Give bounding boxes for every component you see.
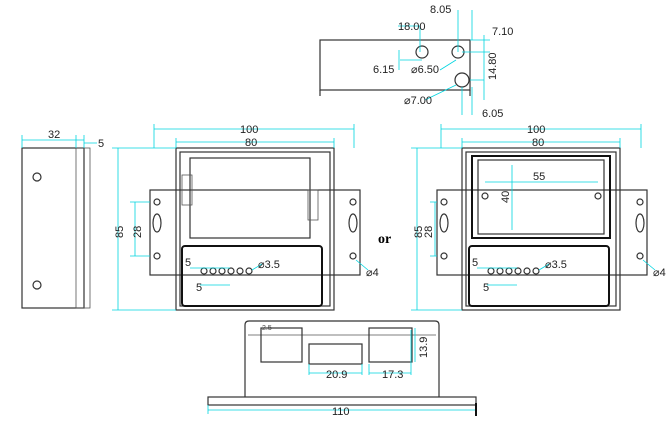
dim-hole-7: ⌀7.00 [404, 95, 432, 107]
front-view-left: 100 80 85 28 5 5 ⌀3.5 ⌀4 [112, 124, 379, 311]
or-label: or [378, 232, 391, 247]
dim-100: 100 [527, 124, 545, 136]
dim-mount-dia: ⌀4 [653, 267, 666, 279]
dim-14-80: 14.80 [487, 52, 499, 80]
dim-28: 28 [132, 226, 144, 238]
side-view: 32 5 [21, 129, 104, 309]
dim-85: 85 [413, 226, 425, 238]
dim-led-5: 5 [472, 257, 478, 269]
dim-2-5: 2.5 [262, 325, 272, 332]
dim-led-dia: ⌀3.5 [258, 259, 280, 271]
dim-led-dia: ⌀3.5 [545, 259, 567, 271]
dim-100: 100 [240, 124, 258, 136]
dim-8-05: 8.05 [430, 4, 451, 16]
dim-13-9: 13.9 [418, 337, 430, 358]
bottom-view: 2.5 20.9 17.3 13.9 110 [207, 320, 477, 418]
dim-6-05: 6.05 [482, 108, 503, 120]
dim-5: 5 [98, 138, 104, 150]
dim-7-10: 7.10 [492, 26, 513, 38]
dim-85: 85 [114, 226, 126, 238]
dim-80: 80 [532, 137, 544, 149]
dim-28: 28 [423, 226, 435, 238]
dim-led-5b: 5 [483, 282, 489, 294]
dim-32: 32 [48, 129, 60, 141]
dim-18: 18.00 [398, 21, 426, 33]
dim-110: 110 [332, 406, 350, 418]
dim-led-5: 5 [185, 257, 191, 269]
top-view: 8.05 18.00 7.10 6.15 ⌀6.50 14.80 ⌀7.00 6… [319, 4, 513, 120]
dim-led-5b: 5 [196, 282, 202, 294]
dim-hole-6-5: ⌀6.50 [411, 64, 439, 76]
dim-55: 55 [533, 171, 545, 183]
dim-6-15: 6.15 [373, 64, 394, 76]
dim-20-9: 20.9 [326, 369, 347, 381]
front-view-right: 100 80 55 40 85 28 5 5 ⌀3.5 ⌀4 [411, 124, 666, 311]
dim-80: 80 [245, 137, 257, 149]
dim-mount-dia: ⌀4 [366, 267, 379, 279]
dim-40: 40 [500, 191, 512, 203]
dim-17-3: 17.3 [382, 369, 403, 381]
